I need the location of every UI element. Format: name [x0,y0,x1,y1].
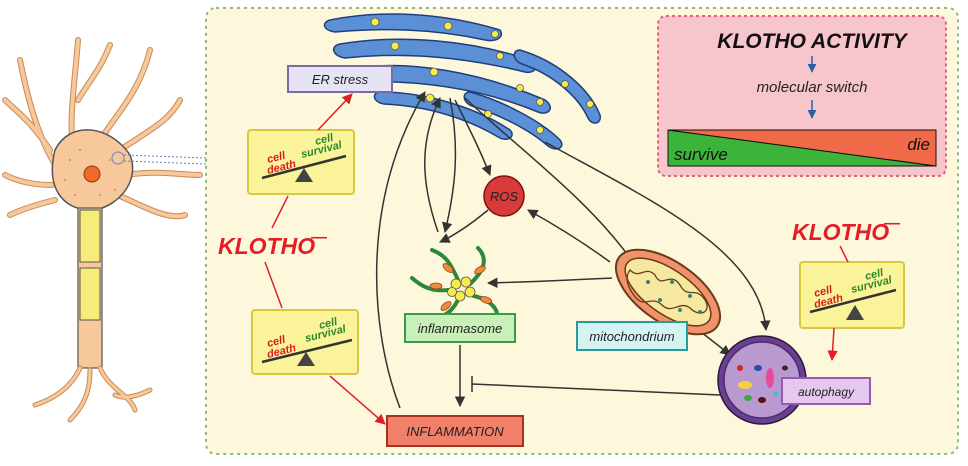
arrow-klotho-right-to-balance [839,245,849,263]
arrow-er-to-autophagy [544,141,771,332]
mitochondrium-label: mitochondrium [589,329,674,344]
balance-box-lower: cell death cell survival [251,309,359,375]
er-stress-box [287,65,393,93]
inhibition-autophagy-to-inflammation [471,383,721,396]
cell-death-label-1: cell [266,150,288,166]
arrow-mito-to-inflammasome [486,277,613,289]
arrow-balance-lower-to-inflammation [329,375,386,425]
klotho-arrows [264,93,849,425]
neuron-icon [2,37,207,423]
balance-scale-icon [846,305,864,320]
ros-node [483,175,525,217]
ros-label: ROS [490,189,519,204]
molecular-switch-label: molecular switch [757,79,868,96]
klotho-activity-title: KLOTHO ACTIVITY [717,30,908,53]
inflammation-label: INFLAMMATION [406,424,504,439]
arrow-balance-upper-to-er [317,93,353,131]
inflammasome-box [404,313,516,343]
autophagy-label: autophagy [798,385,855,399]
inflammation-box [386,415,524,447]
balance-box-right: cell death cell survival [799,261,905,329]
arrow-inflammasome-to-er [424,97,441,233]
klotho-right-label: KLOTHO [792,219,889,245]
pathway-arrows [375,91,771,409]
balance-scale-icon [297,352,315,366]
balance-box-upper: cell death cell survival [247,129,355,195]
cell-survival-label-1: cell [318,316,340,332]
klotho-right-sign: — [884,215,900,232]
cell-survival-label-1: cell [314,132,336,148]
arrow-balance-right-to-autophagy [827,327,838,362]
arrow-er-to-ros [454,99,492,176]
mitochondrion-icon [614,248,722,336]
arrow-mito-to-ros [527,209,611,263]
cell-death-label-1: cell [813,284,835,300]
er-stress-label: ER stress [312,72,369,87]
arrow-inflammation-to-er [375,91,426,409]
arrow-ros-to-inflammasome [439,209,489,243]
arrow-klotho-to-balance-upper [271,195,289,229]
die-gradient [667,129,937,167]
mitochondrium-box [576,321,688,351]
die-label: die [907,135,930,154]
autophagy-box [781,377,871,405]
cell-death-label-1: cell [266,334,288,350]
survive-label: survive [674,145,728,164]
arrow-klotho-to-balance-lower [264,261,283,309]
cell-survival-label-1: cell [864,267,886,283]
klotho-left-sign: — [311,229,327,246]
arrow-er-to-mitochondrium [464,97,636,266]
arrow-er-to-inflammasome [442,97,457,234]
klotho-activity-panel: KLOTHO ACTIVITY molecular switch survive… [657,15,947,177]
klotho-left-label: KLOTHO [218,233,315,259]
inflammasome-label: inflammasome [418,321,503,336]
balance-scale-icon [295,168,313,182]
